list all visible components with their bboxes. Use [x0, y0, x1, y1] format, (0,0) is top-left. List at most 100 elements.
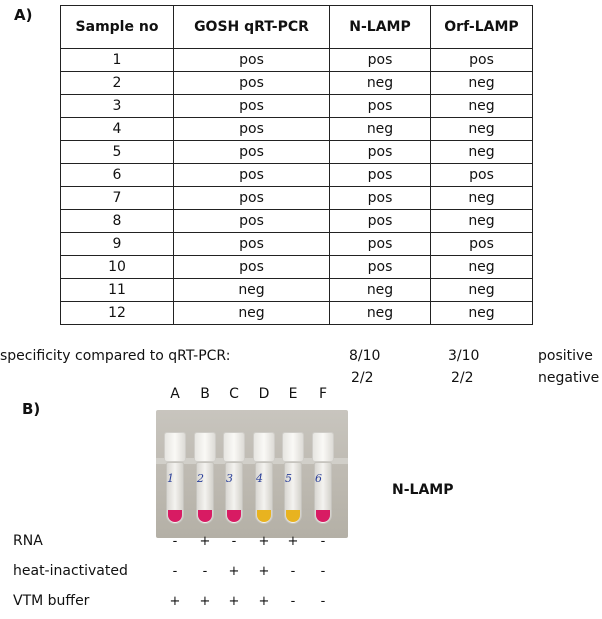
cell-gosh-qrt-pcr: pos [173, 186, 330, 210]
condition-sign: - [290, 594, 296, 609]
positive-label: positive [538, 348, 593, 364]
cell-orf-lamp: neg [430, 71, 533, 95]
condition-sign: - [290, 564, 296, 579]
negative-label: negative [538, 370, 600, 386]
cell-gosh-qrt-pcr: pos [173, 209, 330, 233]
tube-cap [253, 432, 275, 462]
cell-sample-no: 11 [60, 278, 174, 302]
condition-sign: + [258, 564, 270, 579]
cell-gosh-qrt-pcr: neg [173, 278, 330, 302]
tube-liquid [168, 510, 182, 522]
cell-gosh-qrt-pcr: pos [173, 48, 330, 72]
cell-n-lamp: pos [329, 232, 431, 256]
cell-n-lamp: neg [329, 117, 431, 141]
condition-sign: + [199, 534, 211, 549]
sample-tube: 5 [282, 432, 304, 532]
tube-body [314, 462, 332, 524]
tube-liquid [286, 510, 300, 522]
header-sample-no: Sample no [60, 5, 174, 49]
cell-sample-no: 6 [60, 163, 174, 187]
specificity-label: specificity compared to qRT-PCR: [0, 348, 231, 364]
cell-sample-no: 2 [60, 71, 174, 95]
cell-orf-lamp: neg [430, 186, 533, 210]
condition-sign: - [320, 594, 326, 609]
cell-n-lamp: pos [329, 94, 431, 118]
condition-label: heat-inactivated [13, 563, 128, 579]
tube-liquid [257, 510, 271, 522]
tube-liquid [227, 510, 241, 522]
condition-sign: + [228, 594, 240, 609]
cell-sample-no: 4 [60, 117, 174, 141]
tube-body [225, 462, 243, 524]
cell-gosh-qrt-pcr: pos [173, 140, 330, 164]
tube-number-label: 3 [226, 472, 233, 485]
tube-cap [223, 432, 245, 462]
condition-sign: + [199, 594, 211, 609]
lane-letter: D [258, 386, 270, 402]
cell-gosh-qrt-pcr: pos [173, 71, 330, 95]
tube-body [196, 462, 214, 524]
cell-gosh-qrt-pcr: pos [173, 117, 330, 141]
cell-n-lamp: pos [329, 163, 431, 187]
lane-letter: B [200, 386, 210, 402]
cell-sample-no: 7 [60, 186, 174, 210]
cell-gosh-qrt-pcr: pos [173, 163, 330, 187]
sample-tube: 2 [194, 432, 216, 532]
cell-gosh-qrt-pcr: pos [173, 255, 330, 279]
condition-sign: - [172, 534, 178, 549]
lane-letter: C [229, 386, 239, 402]
cell-orf-lamp: neg [430, 301, 533, 325]
cell-n-lamp: neg [329, 71, 431, 95]
cell-sample-no: 9 [60, 232, 174, 256]
tube-liquid [316, 510, 330, 522]
cell-sample-no: 8 [60, 209, 174, 233]
sample-tube: 4 [253, 432, 275, 532]
condition-label: RNA [13, 533, 43, 549]
tube-number-label: 5 [285, 472, 292, 485]
tube-liquid [198, 510, 212, 522]
results-table: Sample no GOSH qRT-PCR N-LAMP Orf-LAMP 1… [60, 5, 533, 325]
cell-orf-lamp: neg [430, 94, 533, 118]
lane-letter: E [288, 386, 298, 402]
cell-sample-no: 5 [60, 140, 174, 164]
cell-sample-no: 3 [60, 94, 174, 118]
cell-sample-no: 10 [60, 255, 174, 279]
condition-sign: + [228, 564, 240, 579]
tube-cap [194, 432, 216, 462]
tube-body [166, 462, 184, 524]
cell-n-lamp: pos [329, 186, 431, 210]
tube-number-label: 2 [197, 472, 204, 485]
tube-strip-connector [156, 458, 348, 464]
cell-sample-no: 1 [60, 48, 174, 72]
condition-sign: - [172, 564, 178, 579]
tube-cap [282, 432, 304, 462]
panel-a-label: A) [14, 6, 33, 24]
header-gosh-qrt-pcr: GOSH qRT-PCR [173, 5, 330, 49]
condition-sign: + [258, 534, 270, 549]
cell-n-lamp: pos [329, 255, 431, 279]
cell-gosh-qrt-pcr: pos [173, 94, 330, 118]
condition-label: VTM buffer [13, 593, 90, 609]
lane-letter: A [170, 386, 180, 402]
tube-cap [312, 432, 334, 462]
table-header-row: Sample no GOSH qRT-PCR N-LAMP Orf-LAMP [60, 5, 533, 49]
cell-gosh-qrt-pcr: pos [173, 232, 330, 256]
sample-tube: 1 [164, 432, 186, 532]
n-lamp-negative-ratio: 2/2 [351, 370, 374, 386]
cell-n-lamp: pos [329, 140, 431, 164]
cell-gosh-qrt-pcr: neg [173, 301, 330, 325]
cell-n-lamp: neg [329, 278, 431, 302]
cell-sample-no: 12 [60, 301, 174, 325]
cell-orf-lamp: neg [430, 117, 533, 141]
cell-orf-lamp: neg [430, 278, 533, 302]
